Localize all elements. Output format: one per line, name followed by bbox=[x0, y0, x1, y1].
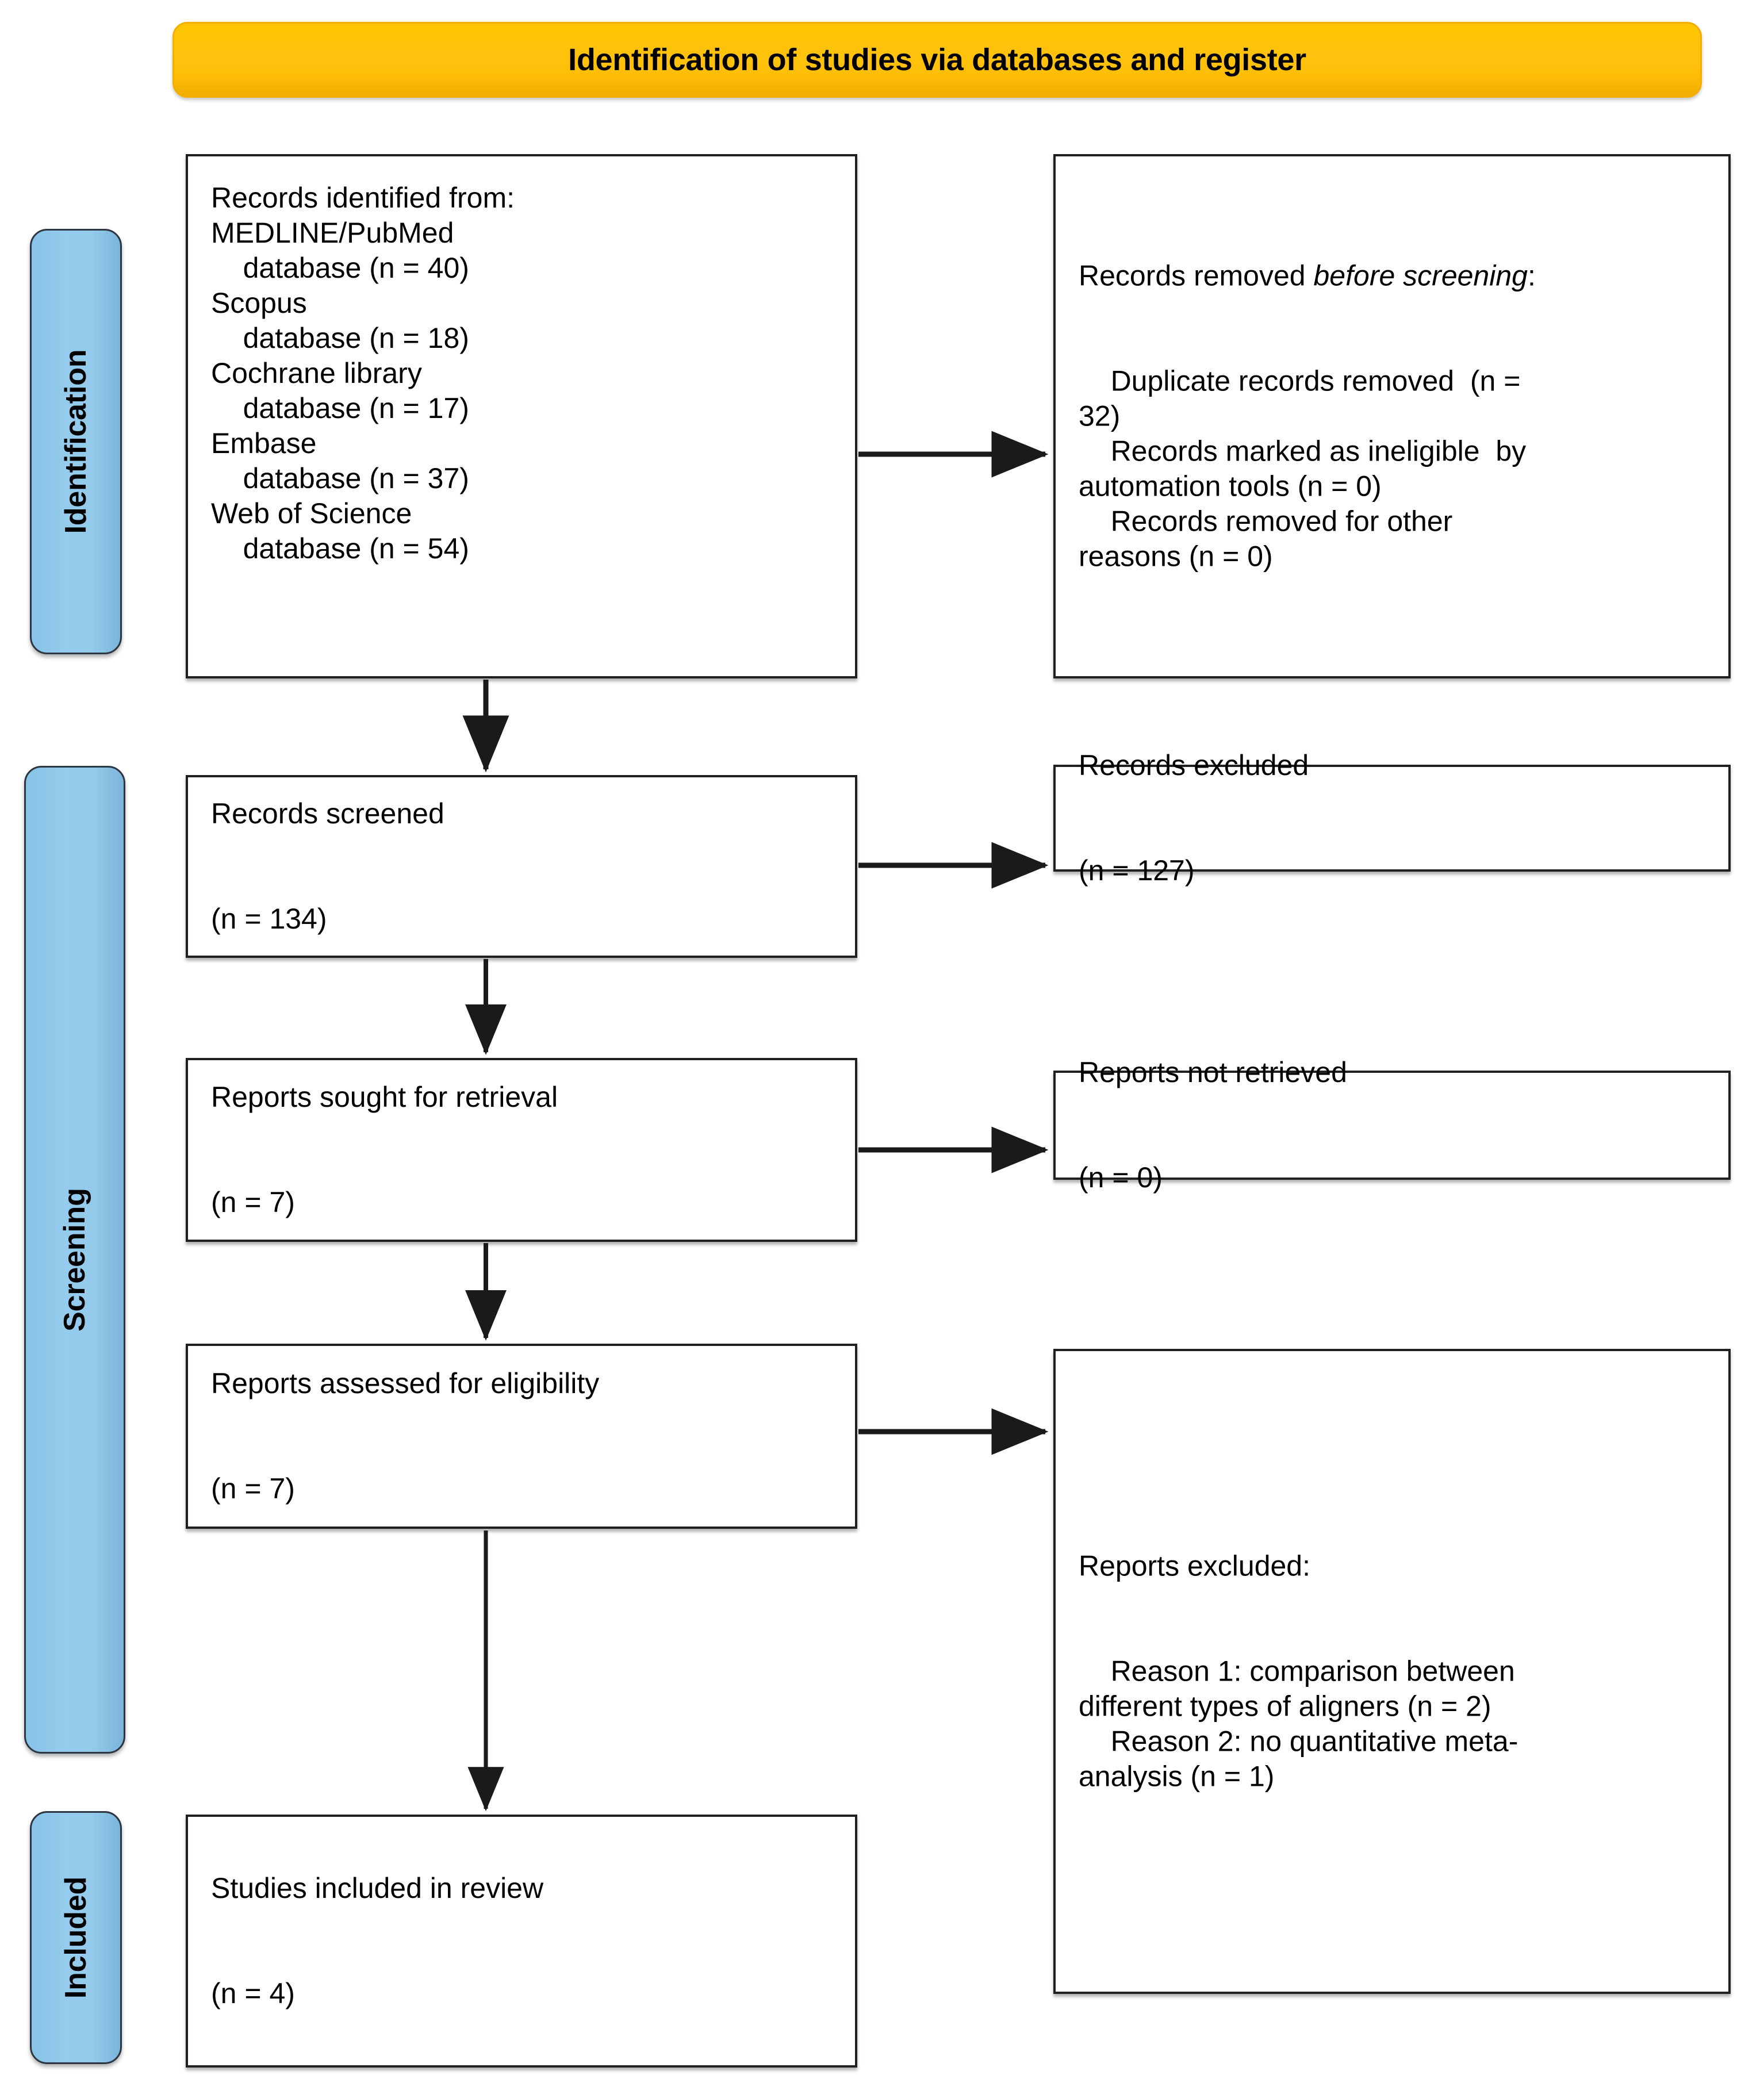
records-removed-body: Duplicate records removed (n = 32) Recor… bbox=[1079, 365, 1527, 573]
records-removed-title-italic: before screening bbox=[1313, 259, 1528, 292]
reports-excluded-reasons: Reason 1: comparison between different t… bbox=[1079, 1655, 1518, 1793]
identification-banner-label: Identification of studies via databases … bbox=[568, 43, 1306, 77]
records-removed-title-suffix: : bbox=[1527, 259, 1536, 292]
identification-banner: Identification of studies via databases … bbox=[172, 22, 1702, 98]
reports-sought-content: Reports sought for retrieval (n = 7) bbox=[211, 1010, 845, 1290]
box-records-removed-before-screening: Records removed before screening: Duplic… bbox=[1053, 154, 1731, 678]
phase-bar-screening: Screening bbox=[24, 766, 125, 1754]
reports-excluded-content: Reports excluded: Reason 1: comparison b… bbox=[1079, 1479, 1718, 1865]
box-studies-included-in-review: Studies included in review (n = 4) bbox=[186, 1815, 857, 2068]
reports-not-retrieved-label: Reports not retrieved bbox=[1079, 1056, 1347, 1088]
records-excluded-count: (n = 127) bbox=[1079, 854, 1195, 887]
box-reports-excluded: Reports excluded: Reason 1: comparison b… bbox=[1053, 1349, 1731, 1994]
box-reports-sought-for-retrieval: Reports sought for retrieval (n = 7) bbox=[186, 1058, 857, 1242]
reports-excluded-title: Reports excluded: bbox=[1079, 1549, 1311, 1582]
records-screened-content: Records screened (n = 134) bbox=[211, 726, 845, 1007]
records-excluded-label: Records excluded bbox=[1079, 749, 1309, 781]
box-records-identified: Records identified from: MEDLINE/PubMed … bbox=[186, 154, 857, 678]
reports-assessed-content: Reports assessed for eligibility (n = 7) bbox=[211, 1296, 845, 1577]
phase-bar-included: Included bbox=[30, 1811, 122, 2064]
records-removed-title-prefix: Records removed bbox=[1079, 259, 1314, 292]
records-identified-text: Records identified from: MEDLINE/PubMed … bbox=[211, 182, 515, 565]
box-records-screened: Records screened (n = 134) bbox=[186, 775, 857, 958]
reports-sought-label: Reports sought for retrieval bbox=[211, 1081, 558, 1113]
studies-included-count: (n = 4) bbox=[211, 1977, 295, 2009]
studies-included-label: Studies included in review bbox=[211, 1872, 544, 1904]
box-reports-not-retrieved: Reports not retrieved (n = 0) bbox=[1053, 1056, 1731, 1194]
studies-included-content: Studies included in review (n = 4) bbox=[211, 1801, 845, 2075]
records-removed-title: Records removed before screening: bbox=[1079, 259, 1718, 294]
phase-bar-identification: Identification bbox=[30, 229, 122, 654]
records-screened-label: Records screened bbox=[211, 797, 444, 830]
reports-not-retrieved-count: (n = 0) bbox=[1079, 1161, 1163, 1194]
box-reports-assessed-for-eligibility: Reports assessed for eligibility (n = 7) bbox=[186, 1344, 857, 1529]
reports-not-retrieved-content: Reports not retrieved (n = 0) bbox=[1079, 985, 1718, 1265]
reports-assessed-label: Reports assessed for eligibility bbox=[211, 1367, 600, 1399]
records-removed-content: Records removed before screening: Duplic… bbox=[1079, 189, 1718, 645]
records-screened-count: (n = 134) bbox=[211, 903, 327, 935]
box-records-excluded: Records excluded (n = 127) bbox=[1053, 749, 1731, 887]
records-excluded-content: Records excluded (n = 127) bbox=[1079, 678, 1718, 958]
reports-assessed-count: (n = 7) bbox=[211, 1472, 295, 1505]
reports-sought-count: (n = 7) bbox=[211, 1186, 295, 1218]
